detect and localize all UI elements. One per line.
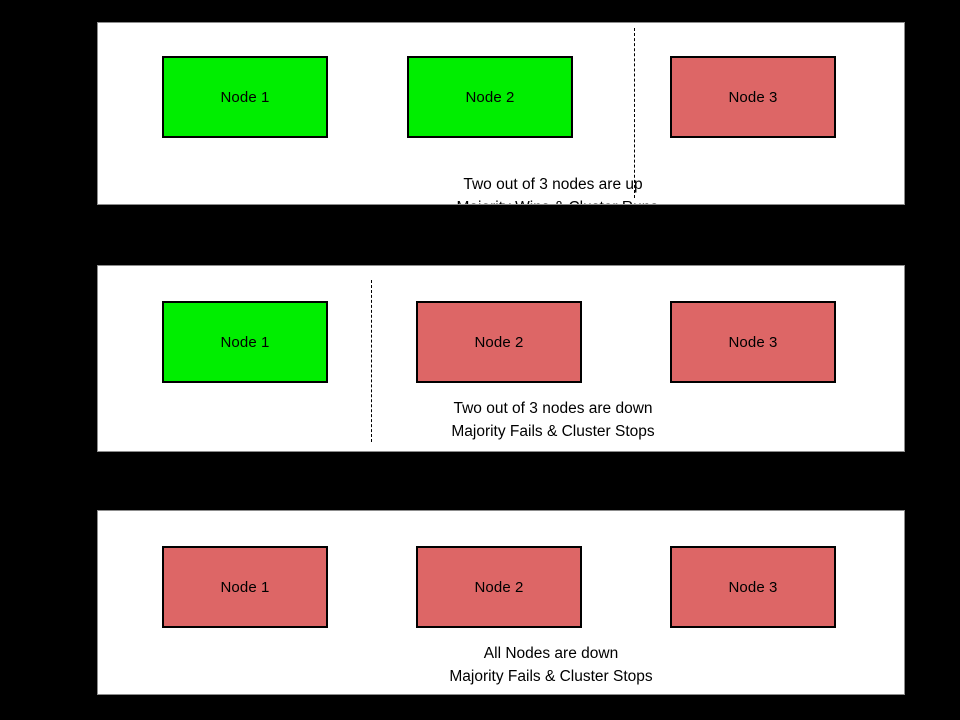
caption-line-1: Two out of 3 nodes are down xyxy=(453,400,653,417)
scenario-panel-1: Node 1 Node 2 Node 3 Two out of 3 nodes … xyxy=(97,22,905,205)
node-label: Node 1 xyxy=(220,333,270,351)
node-box-2-3[interactable]: Node 3 xyxy=(670,301,836,383)
scenario-panel-2: Node 1 Node 2 Node 3 Two out of 3 nodes … xyxy=(97,265,905,452)
node-box-1-3[interactable]: Node 3 xyxy=(670,56,836,138)
node-label: Node 2 xyxy=(474,578,524,596)
node-box-2-2[interactable]: Node 2 xyxy=(416,301,582,383)
node-label: Node 2 xyxy=(474,333,524,351)
node-label: Node 3 xyxy=(728,333,778,351)
scenario-caption-3: All Nodes are down Majority Fails & Clus… xyxy=(201,642,901,688)
quorum-divider-2 xyxy=(371,280,372,442)
scenario-panel-3: Node 1 Node 2 Node 3 All Nodes are down … xyxy=(97,510,905,695)
caption-line-2: Majority Fails & Cluster Stops xyxy=(451,423,655,440)
node-label: Node 1 xyxy=(220,88,270,106)
node-box-1-1[interactable]: Node 1 xyxy=(162,56,328,138)
node-box-3-1[interactable]: Node 1 xyxy=(162,546,328,628)
node-label: Node 2 xyxy=(465,88,515,106)
scenario-caption-2: Two out of 3 nodes are down Majority Fai… xyxy=(203,397,903,443)
caption-line-1: Two out of 3 nodes are up xyxy=(463,176,643,193)
node-label: Node 3 xyxy=(728,578,778,596)
node-label: Node 1 xyxy=(220,578,270,596)
node-box-3-2[interactable]: Node 2 xyxy=(416,546,582,628)
node-label: Node 3 xyxy=(728,88,778,106)
quorum-divider-1 xyxy=(634,28,635,198)
scenario-caption-1: Two out of 3 nodes are up , Majority Win… xyxy=(203,173,903,204)
node-box-3-3[interactable]: Node 3 xyxy=(670,546,836,628)
caption-line-1: All Nodes are down xyxy=(483,645,619,662)
caption-line-2: Majority Fails & Cluster Stops xyxy=(449,668,653,685)
node-box-2-1[interactable]: Node 1 xyxy=(162,301,328,383)
node-box-1-2[interactable]: Node 2 xyxy=(407,56,573,138)
caption-line-2: , Majority Wins & Cluster Runs xyxy=(203,196,903,204)
